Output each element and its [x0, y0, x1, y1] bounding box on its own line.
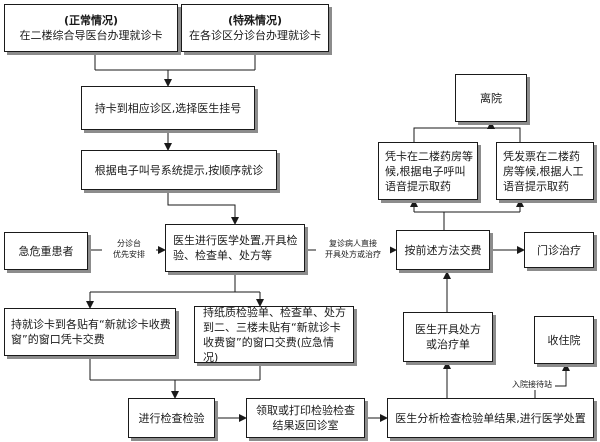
get-results-text: 领取或打印检验检查结果返回诊室	[256, 404, 355, 432]
outpatient-text: 门诊治疗	[537, 243, 581, 257]
node-admit: 收住院	[534, 316, 594, 364]
edge-label-revisit: 复诊病人直接 开具处方或治疗	[316, 238, 390, 260]
normal-case-tag: (正常情况)	[63, 14, 119, 27]
normal-case-text: 在二楼综合导医台办理就诊卡	[19, 29, 163, 42]
leave-text: 离院	[480, 91, 502, 105]
node-do-exam: 进行检查检验	[128, 398, 215, 438]
do-exam-text: 进行检查检验	[138, 411, 205, 425]
node-normal-case: (正常情况) 在二楼综合导医台办理就诊卡	[4, 4, 178, 52]
edge-label-revisit-line1: 复诊病人直接	[329, 239, 377, 248]
pay-text: 按前述方法交费	[404, 243, 482, 257]
node-pharmacy-card: 凭卡在二楼药房等候,根据电子呼叫语音提示取药	[378, 142, 478, 200]
node-pay: 按前述方法交费	[396, 230, 490, 270]
pharmacy-receipt-text: 凭发票在二楼药房等候,根据人工语音提示取药	[503, 149, 584, 193]
node-register: 持卡到相应诊区,选择医生挂号	[81, 86, 255, 130]
node-outpatient: 门诊治疗	[524, 232, 594, 268]
prescription-text: 医生开具处方或治疗单	[415, 323, 481, 351]
admit-text: 收住院	[547, 333, 581, 347]
node-get-results: 领取或打印检验检查结果返回诊室	[246, 398, 365, 438]
analyze-results-text: 医生分析检查检验单结果,进行医学处置	[395, 411, 586, 425]
emergency-text: 急危重患者	[18, 244, 74, 258]
queue-text: 根据电子叫号系统提示,按顺序就诊	[94, 163, 264, 177]
edge-pharmacy-receipt-up	[488, 127, 521, 142]
node-emergency: 急危重患者	[4, 232, 88, 270]
pay-card-window-text: 持就诊卡到各贴有“新就诊卡收费窗”的窗口凭卡交费	[11, 318, 171, 346]
edge-label-triage-line2: 优先安排	[113, 250, 145, 259]
node-special-case: (特殊情况) 在各诊区分诊台办理就诊卡	[181, 4, 329, 52]
node-prescription: 医生开具处方或治疗单	[403, 312, 493, 362]
special-case-text: 在各诊区分诊台办理就诊卡	[189, 29, 321, 42]
node-doctor-treat: 医生进行医学处置,开具检验、检查单、处方等	[165, 224, 305, 272]
special-case-tag: (特殊情况)	[227, 14, 283, 27]
edge-queue-doctor	[167, 190, 239, 225]
edge-label-admission: 入院接待站	[509, 379, 555, 390]
node-pay-card-window: 持就诊卡到各贴有“新就诊卡收费窗”的窗口凭卡交费	[4, 308, 176, 356]
pay-paper-window-text: 持纸质检验单、检查单、处方到二、三楼未贴有“新就诊卡收费窗”的窗口交费(应急情况…	[203, 305, 346, 364]
node-leave: 离院	[455, 74, 527, 122]
pharmacy-card-text: 凭卡在二楼药房等候,根据电子呼叫语音提示取药	[385, 149, 473, 193]
edge-pharmacy-card-up	[413, 127, 488, 142]
node-queue: 根据电子叫号系统提示,按顺序就诊	[81, 150, 277, 190]
register-text: 持卡到相应诊区,选择医生挂号	[94, 101, 242, 115]
edge-label-revisit-line2: 开具处方或治疗	[325, 250, 381, 259]
edge-label-admission-text: 入院接待站	[512, 380, 552, 389]
edge-label-triage-line1: 分诊台	[117, 239, 141, 248]
node-pharmacy-receipt: 凭发票在二楼药房等候,根据人工语音提示取药	[496, 142, 594, 200]
edge-label-triage: 分诊台 优先安排	[102, 238, 156, 260]
node-pay-paper-window: 持纸质检验单、检查单、处方到二、三楼未贴有“新就诊卡收费窗”的窗口交费(应急情况…	[194, 305, 354, 364]
node-analyze-results: 医生分析检查检验单结果,进行医学处置	[387, 398, 594, 438]
doctor-treat-text: 医生进行医学处置,开具检验、检查单、处方等	[173, 234, 298, 262]
